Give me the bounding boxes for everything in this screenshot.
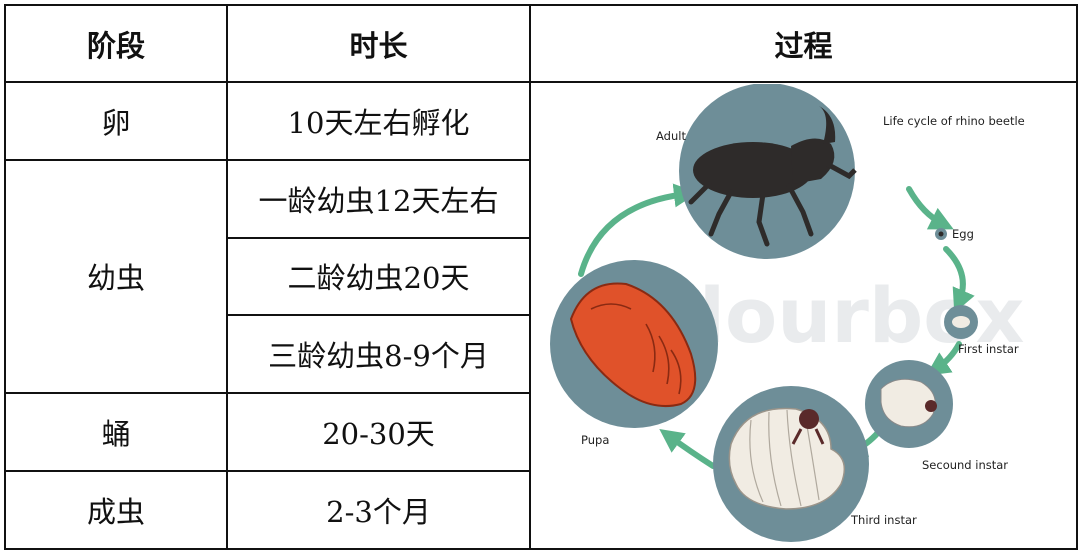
- table-row-adult: 成虫 2-3个月: [4, 469, 1077, 550]
- label-third-instar: Third instar: [850, 513, 917, 527]
- table-row-larva-2: 二龄幼虫20天: [5, 236, 1077, 317]
- label-second-instar: Secound instar: [922, 458, 1008, 472]
- duration-pupa: 20-30天: [226, 392, 531, 472]
- arrow-adult-to-egg: [906, 185, 954, 230]
- duration-adult: 2-3个月: [226, 469, 531, 550]
- header-stage: 阶段: [4, 4, 228, 83]
- header-process: 过程: [529, 4, 1078, 83]
- life-cycle-diagram-cell: Colourbox: [529, 81, 1078, 550]
- stage-larva: 幼虫: [4, 158, 228, 395]
- label-adult: Adult: [656, 129, 686, 143]
- lifecycle-table: 阶段 时长 过程 卵 10天左右孵化 Colourbox: [4, 4, 1078, 550]
- egg-icon: [938, 231, 944, 237]
- duration-egg: 10天左右孵化: [226, 81, 531, 161]
- label-pupa: Pupa: [581, 433, 609, 447]
- diagram-title: Life cycle of rhino beetle: [883, 114, 1025, 128]
- life-cycle-diagram: Colourbox: [550, 83, 1025, 542]
- stage-adult: 成虫: [4, 469, 228, 550]
- arrow-first-to-second: [926, 340, 962, 376]
- duration-larva-second: 二龄幼虫20天: [226, 236, 531, 317]
- arrow-pupa-to-adult: [578, 183, 698, 277]
- table-row-larva-1: 幼虫 一龄幼虫12天左右: [4, 158, 1077, 395]
- arrow-third-to-pupa: [659, 428, 716, 469]
- header-duration: 时长: [226, 4, 531, 83]
- duration-larva-third: 三龄幼虫8-9个月: [226, 314, 531, 395]
- first-instar-larva-icon: [952, 315, 970, 328]
- table-row-egg: 卵 10天左右孵化 Colourbox: [4, 81, 1078, 550]
- arrow-egg-to-first: [943, 245, 975, 313]
- label-first-instar: First instar: [958, 342, 1019, 356]
- stage-egg: 卵: [4, 81, 228, 161]
- table-row-pupa: 蛹 20-30天: [4, 392, 1077, 472]
- third-instar-larva-icon: [728, 407, 846, 510]
- stage-pupa: 蛹: [4, 392, 228, 472]
- beetle-icon: [688, 105, 857, 247]
- duration-larva-first: 一龄幼虫12天左右: [226, 158, 531, 239]
- table-row-larva-3: 三龄幼虫8-9个月: [5, 314, 1077, 395]
- second-instar-larva-icon: [880, 378, 937, 428]
- label-egg: Egg: [952, 227, 974, 241]
- pupa-icon: [569, 282, 697, 407]
- header-row: 阶段 时长 过程: [4, 4, 1078, 83]
